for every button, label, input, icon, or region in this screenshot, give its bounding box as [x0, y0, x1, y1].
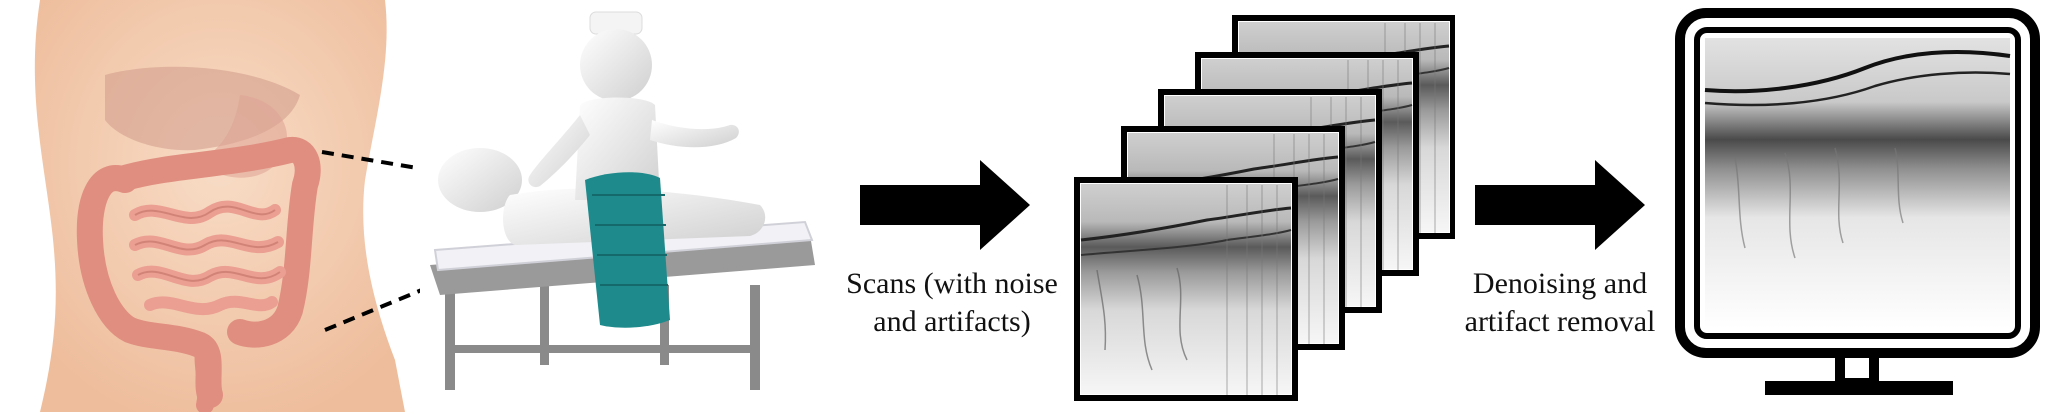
- connector-line-top: [321, 150, 420, 171]
- noisy-oct-scan-stack: [1065, 10, 1455, 402]
- anatomy-panel: [0, 0, 420, 412]
- scans-caption-line2: and artifacts): [873, 305, 1031, 338]
- scans-caption: Scans (with noise and artifacts): [832, 265, 1072, 341]
- arrow-to-scans: [860, 160, 1030, 250]
- result-monitor-panel: [1675, 8, 2045, 408]
- raw-scan-stack: [1065, 10, 1455, 402]
- denoising-caption: Denoising and artifact removal: [1440, 265, 1680, 341]
- scans-caption-line1: Scans (with noise: [846, 267, 1058, 300]
- denoising-caption-line2: artifact removal: [1464, 305, 1656, 338]
- clean-scan-image: [1705, 38, 2010, 328]
- denoising-caption-line1: Denoising and: [1472, 267, 1648, 300]
- patient-scan-illustration: [430, 11, 815, 390]
- right-arrow-icon: [1475, 160, 1645, 250]
- table-legs: [445, 285, 760, 390]
- monitor-clean-scan: [1675, 8, 2040, 395]
- arrow-to-result: [1475, 160, 1645, 250]
- teal-cloth: [585, 172, 670, 328]
- monitor-base: [1765, 381, 1953, 395]
- intestine-anatomy-illustration: [34, 0, 420, 412]
- doctor-figure: [528, 11, 739, 200]
- imaging-panel: [420, 0, 840, 412]
- right-arrow-icon: [860, 160, 1030, 250]
